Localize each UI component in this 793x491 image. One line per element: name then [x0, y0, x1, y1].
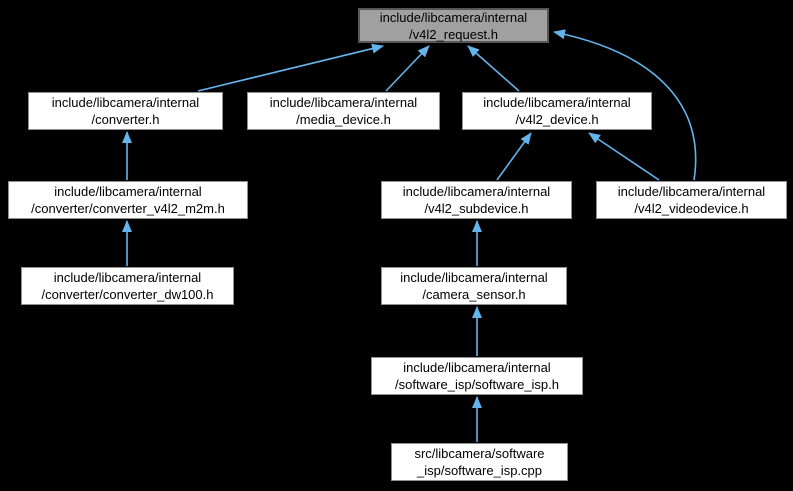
node-label-line1: include/libcamera/internal: [483, 95, 631, 110]
graph-node-v4l2_device[interactable]: include/libcamera/internal/v4l2_device.h: [462, 92, 652, 130]
edge-media_device-to-v4l2_request: [385, 45, 430, 92]
graph-node-v4l2_subdevice[interactable]: include/libcamera/internal/v4l2_subdevic…: [381, 181, 572, 219]
node-label-line2: /media_device.h: [296, 112, 391, 127]
edge-v4l2_videodevice-to-v4l2_device: [588, 132, 660, 181]
node-label-line2: /v4l2_videodevice.h: [634, 201, 749, 216]
node-label-line2: /software_isp/software_isp.h: [394, 377, 560, 392]
node-label-line2: /v4l2_request.h: [409, 26, 498, 42]
node-label-line1: include/libcamera/internal: [269, 95, 418, 110]
node-label-line1: include/libcamera/internal: [400, 270, 548, 285]
graph-node-converter_dw100[interactable]: include/libcamera/internal/converter/con…: [21, 267, 234, 305]
node-label-line1: include/libcamera/internal: [617, 184, 766, 199]
node-label-line2: /converter.h: [91, 112, 160, 127]
node-label-line1: include/libcamera/internal: [379, 9, 528, 25]
node-label-line1: include/libcamera/internal: [402, 184, 551, 199]
graph-node-v4l2_request: include/libcamera/internal/v4l2_request.…: [358, 8, 549, 43]
graph-node-software_isp[interactable]: include/libcamera/internal/software_isp/…: [371, 357, 583, 395]
graph-node-v4l2_videodevice[interactable]: include/libcamera/internal/v4l2_videodev…: [596, 181, 787, 219]
node-label-line1: include/libcamera/internal: [54, 184, 202, 199]
node-label-line1: include/libcamera/internal: [403, 360, 551, 375]
edge-converter-to-v4l2_request: [197, 43, 384, 92]
node-label-line2: _isp/software_isp.cpp: [416, 463, 542, 478]
graph-node-converter_v4l2_m2m[interactable]: include/libcamera/internal/converter/con…: [8, 181, 248, 219]
graph-node-software_isp_cpp[interactable]: src/libcamera/software _isp/software_isp.…: [391, 443, 568, 481]
node-label-line2: /v4l2_subdevice.h: [424, 201, 529, 216]
node-label-line1: include/libcamera/internal: [53, 270, 202, 285]
graph-node-converter[interactable]: include/libcamera/internal/converter.h: [28, 92, 223, 130]
node-label-line2: /converter/converter_v4l2_m2m.h: [31, 201, 225, 216]
edge-v4l2_device-to-v4l2_request: [467, 45, 520, 92]
node-label-line2: /v4l2_device.h: [515, 112, 599, 127]
graph-node-media_device[interactable]: include/libcamera/internal/media_device.…: [247, 92, 440, 130]
node-label-line1: src/libcamera/software: [414, 446, 545, 461]
node-label-line2: /converter/converter_dw100.h: [41, 287, 214, 302]
edge-v4l2_subdevice-to-v4l2_device: [496, 132, 532, 181]
graph-node-camera_sensor[interactable]: include/libcamera/internal/camera_sensor…: [381, 267, 567, 305]
node-label-line1: include/libcamera/internal: [51, 95, 200, 110]
node-label-line2: /camera_sensor.h: [422, 287, 526, 302]
